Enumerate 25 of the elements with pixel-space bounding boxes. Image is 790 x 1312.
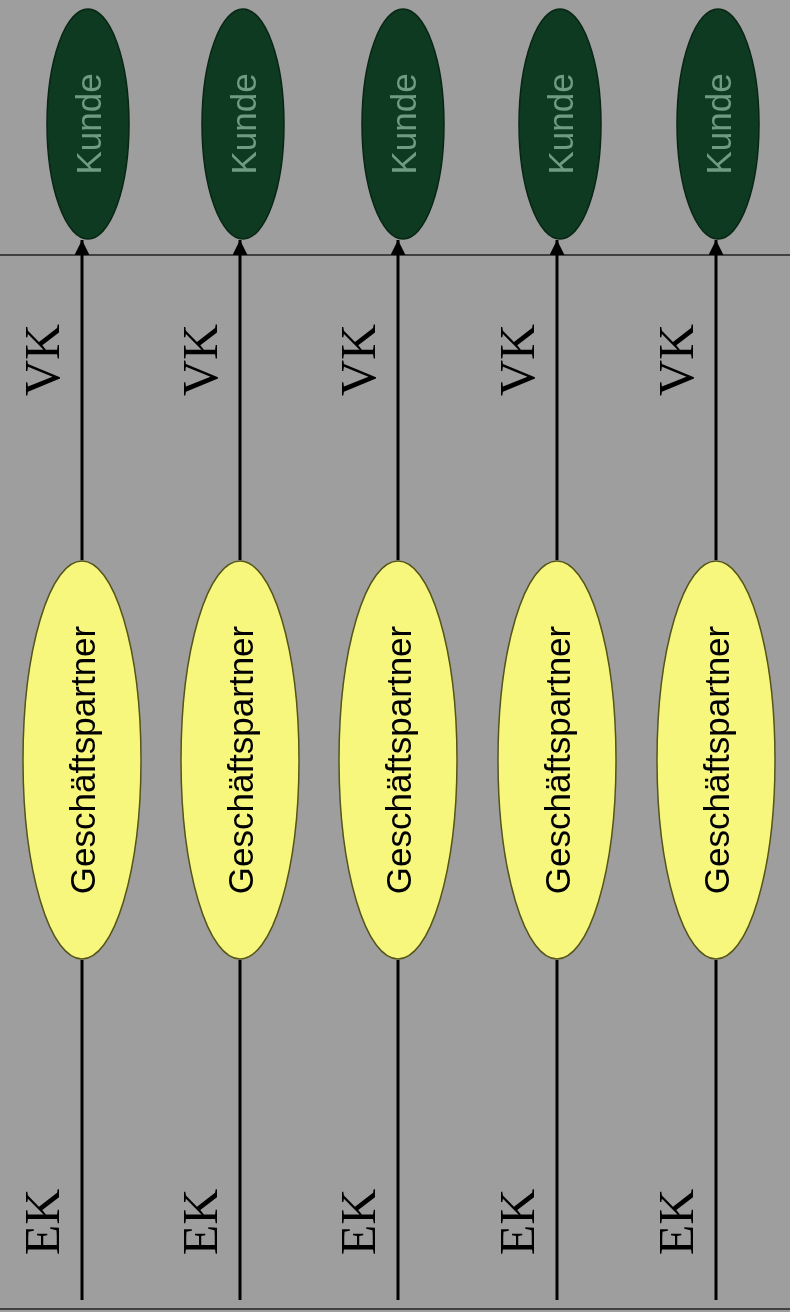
node-label: Kunde — [70, 73, 106, 175]
node-label: Geschäftspartner — [698, 625, 734, 895]
axis-label: EK — [17, 1188, 67, 1256]
flow-arrow — [390, 240, 406, 560]
axis-label: VK — [17, 323, 67, 397]
axis-label: VK — [175, 323, 225, 397]
flow-arrow — [549, 240, 565, 560]
axis-label: EK — [333, 1188, 383, 1256]
node-label: Geschäftspartner — [380, 625, 416, 895]
node-label: Kunde — [542, 73, 578, 175]
node-label: Kunde — [225, 73, 261, 175]
axis-label: VK — [333, 323, 383, 397]
node-label: Geschäftspartner — [64, 625, 100, 895]
node-label: Geschäftspartner — [539, 625, 575, 895]
axis-label: EK — [175, 1188, 225, 1256]
axis-label: VK — [651, 323, 701, 397]
flow-arrow — [74, 240, 90, 560]
flow-arrow — [708, 240, 724, 560]
axis-label: VK — [492, 323, 542, 397]
axis-label: EK — [651, 1188, 701, 1256]
axis-label: EK — [492, 1188, 542, 1256]
node-label: Kunde — [385, 73, 421, 175]
node-label: Geschäftspartner — [222, 625, 258, 895]
node-label: Kunde — [700, 73, 736, 175]
flow-arrow — [232, 240, 248, 560]
